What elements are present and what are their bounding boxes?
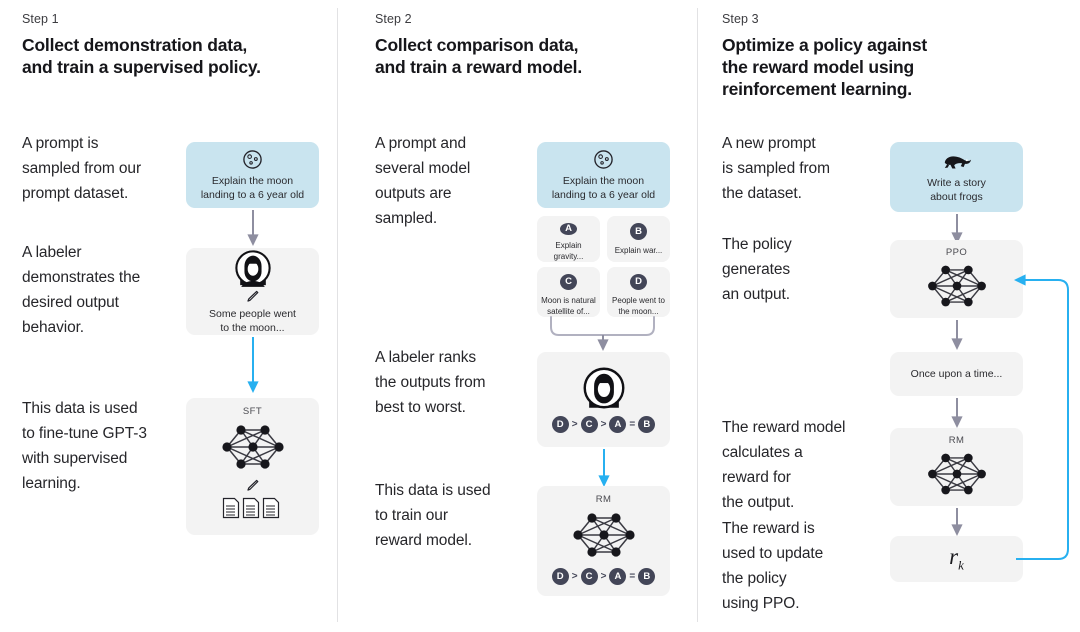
paragraph-2-3: This data is used to train our reward mo… [375, 482, 491, 549]
sft-caption: SFT [242, 406, 263, 417]
arrow-merge-options [550, 316, 655, 351]
neural-network-icon [923, 448, 991, 500]
arrow-prompt-to-ppo [951, 214, 963, 244]
paragraph-3-1: A new prompt is sampled from the dataset… [722, 135, 830, 202]
ppo-caption: PPO [945, 247, 968, 258]
paragraph-1-3: This data is used to fine-tune GPT-3 wit… [22, 400, 147, 492]
rm-rank-badge-2: A [609, 568, 627, 585]
option-badge-c: C [560, 274, 577, 290]
ranking-row-rm: D > C > A = B [551, 568, 656, 585]
rank-badge-2: A [609, 416, 627, 433]
neural-network-icon [568, 508, 640, 562]
reward-r: r [949, 544, 959, 570]
prompt-text-1: Explain the moon landing to a 6 year old [200, 174, 305, 201]
step-label-2: Step 2 [375, 12, 412, 26]
rm-rank-op-1: > [600, 571, 607, 582]
rm-rank-badge-0: D [551, 568, 569, 585]
rm-rank-badge-1: C [580, 568, 598, 585]
column-divider-2 [697, 8, 698, 622]
neural-network-icon [217, 420, 289, 474]
option-card-d[interactable]: D People went to the moon... [607, 267, 670, 317]
arrow-rank-to-rm [598, 449, 610, 487]
arrow-output-to-rm [951, 398, 963, 428]
paragraph-1-2: A labeler demonstrates the desired outpu… [22, 244, 141, 336]
labeler-box-1[interactable]: Some people went to the moon... [186, 248, 319, 335]
ppo-box[interactable]: PPO [890, 240, 1023, 318]
option-card-a[interactable]: A Explain gravity... [537, 216, 600, 262]
rm-rank-op-0: > [571, 571, 578, 582]
option-card-b[interactable]: B Explain war... [607, 216, 670, 262]
rank-badge-3: B [638, 416, 656, 433]
rm-rank-op-2: = [629, 571, 636, 582]
paragraph-3-4: The reward is used to update the policy … [722, 520, 824, 612]
step-title-1: Collect demonstration data, and train a … [22, 35, 261, 77]
paragraph-3-2: The policy generates an output. [722, 236, 792, 303]
paragraph-2-1: A prompt and several model outputs are s… [375, 135, 471, 227]
moon-icon [593, 149, 614, 170]
documents-icon [222, 497, 284, 519]
pencil-icon [245, 289, 260, 304]
rank-op-1: > [600, 419, 607, 430]
column-divider-1 [337, 8, 338, 622]
arrow-labeler-to-sft [247, 337, 259, 393]
column-step-3: Step 3 Optimize a policy against the rew… [707, 0, 1080, 632]
rm-box-step3[interactable]: RM [890, 428, 1023, 506]
rm-caption-step2: RM [595, 494, 612, 505]
rank-op-0: > [571, 419, 578, 430]
ranking-row-labeler: D > C > A = B [551, 416, 656, 433]
labeler-person-icon [234, 249, 272, 287]
rm-caption-step3: RM [948, 435, 965, 446]
labeler-output-text-1: Some people went to the moon... [209, 307, 296, 334]
prompt-box-3[interactable]: Write a story about frogs [890, 142, 1023, 212]
arrow-prompt-to-labeler [247, 210, 259, 246]
option-text-d: People went to the moon... [612, 296, 665, 316]
column-step-1: Step 1 Collect demonstration data, and t… [0, 0, 337, 632]
moon-icon [242, 149, 263, 170]
option-badge-a: A [560, 223, 577, 235]
option-card-c[interactable]: C Moon is natural satellite of... [537, 267, 600, 317]
prompt-text-2: Explain the moon landing to a 6 year old [551, 174, 656, 201]
option-badge-d: D [630, 274, 647, 290]
step-label-3: Step 3 [722, 12, 759, 26]
rank-op-2: = [629, 419, 636, 430]
prompt-box-1[interactable]: Explain the moon landing to a 6 year old [186, 142, 319, 208]
paragraph-3-3: The reward model calculates a reward for… [722, 419, 846, 511]
option-text-c: Moon is natural satellite of... [541, 296, 596, 316]
prompt-text-3: Write a story about frogs [927, 176, 986, 203]
rank-badge-0: D [551, 416, 569, 433]
labeler-person-icon [582, 366, 626, 410]
step-label-1: Step 1 [22, 12, 59, 26]
labeler-rank-box[interactable]: D > C > A = B [537, 352, 670, 447]
arrow-rm-to-reward [951, 508, 963, 536]
option-badge-b: B [630, 223, 647, 240]
step-title-3: Optimize a policy against the reward mod… [722, 35, 928, 99]
output-box[interactable]: Once upon a time... [890, 352, 1023, 396]
paragraph-2-2: A labeler ranks the outputs from best to… [375, 349, 486, 416]
sft-box[interactable]: SFT [186, 398, 319, 535]
rm-box-step2[interactable]: RM [537, 486, 670, 596]
paragraph-1-1: A prompt is sampled from our prompt data… [22, 135, 142, 202]
pencil-icon [245, 478, 260, 493]
step-title-2: Collect comparison data, and train a rew… [375, 35, 582, 77]
option-text-a: Explain gravity... [553, 241, 584, 261]
column-step-2: Step 2 Collect comparison data, and trai… [347, 0, 687, 632]
neural-network-icon [923, 260, 991, 312]
option-text-b: Explain war... [614, 246, 663, 255]
output-text: Once upon a time... [910, 368, 1003, 380]
reward-symbol: rk [949, 544, 964, 574]
prompt-box-2[interactable]: Explain the moon landing to a 6 year old [537, 142, 670, 208]
reward-box[interactable]: rk [890, 536, 1023, 582]
rm-rank-badge-3: B [638, 568, 656, 585]
rank-badge-1: C [580, 416, 598, 433]
frog-icon [942, 151, 972, 171]
arrow-feedback-loop [1014, 274, 1069, 560]
arrow-ppo-to-output [951, 320, 963, 350]
reward-subscript: k [958, 557, 964, 573]
